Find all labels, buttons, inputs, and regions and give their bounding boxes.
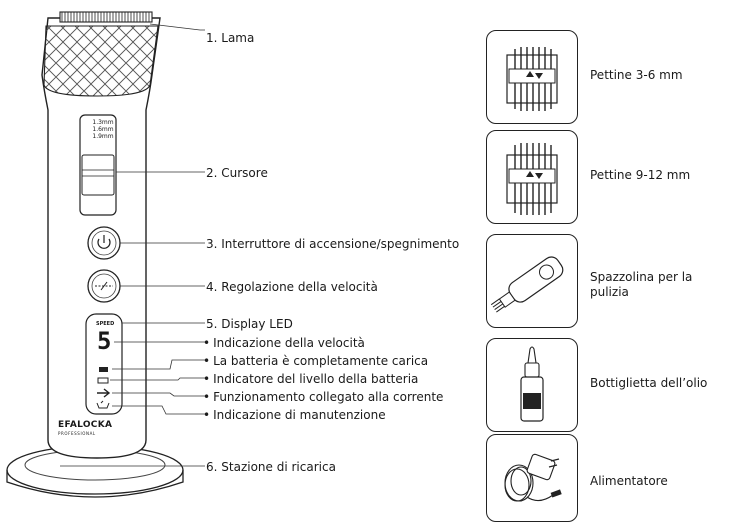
speed-value: 5 xyxy=(97,327,112,355)
power-adapter-icon xyxy=(504,453,562,502)
accessory-label-oil-bottle: Bottiglietta dell’olio xyxy=(590,376,708,390)
led-display-panel xyxy=(85,313,123,415)
length-mark: 1.3mm xyxy=(92,119,114,126)
power-button-graphic xyxy=(87,226,121,260)
blade xyxy=(59,11,153,23)
callout-lama: 1. Lama xyxy=(206,31,255,45)
grip-pattern xyxy=(43,25,159,97)
slider-knob xyxy=(81,154,115,196)
leader-lines xyxy=(60,23,205,467)
callout-corrente: Funzionamento collegato alla corrente xyxy=(203,390,443,404)
callout-cursore: 2. Cursore xyxy=(206,166,268,180)
brand-logo: EFALOCKA xyxy=(58,420,113,430)
callout-manutenzione: Indicazione di manutenzione xyxy=(203,408,386,422)
callout-interruttore: 3. Interruttore di accensione/spegniment… xyxy=(206,237,460,251)
accessory-box-comb-3-6 xyxy=(486,30,578,124)
comb-icon xyxy=(506,143,558,215)
callout-stazione: 6. Stazione di ricarica xyxy=(206,460,336,474)
speed-label: SPEED xyxy=(96,321,115,327)
callout-display: 5. Display LED xyxy=(206,317,293,331)
brand-subtitle: PROFESSIONAL xyxy=(58,431,96,436)
comb-icon xyxy=(506,47,558,111)
charging-station xyxy=(6,445,184,498)
callout-regolazione: 4. Regolazione della velocità xyxy=(206,280,378,294)
accessory-label-power-adapter: Alimentatore xyxy=(590,474,668,488)
length-mark: 1.9mm xyxy=(92,133,114,140)
accessory-box-power-adapter xyxy=(486,434,578,522)
accessory-box-cleaning-brush xyxy=(486,234,578,328)
callout-livello-batteria: Indicatore del livello della batteria xyxy=(203,372,418,386)
accessory-box-comb-9-12 xyxy=(486,130,578,224)
callout-indicazione-velocita: Indicazione della velocità xyxy=(203,336,365,350)
callout-batteria-carica: La batteria è completamente carica xyxy=(203,354,428,368)
cleaning-brush-icon xyxy=(490,256,564,313)
accessory-box-oil-bottle xyxy=(486,338,578,432)
oil-bottle-icon xyxy=(520,346,544,422)
accessory-label-comb-9-12: Pettine 9-12 mm xyxy=(590,168,691,182)
accessory-label-cleaning-brush: Spazzolina per la pulizia xyxy=(590,270,693,299)
length-mark: 1.6mm xyxy=(92,126,114,133)
speed-button-graphic xyxy=(87,269,121,303)
length-marks: 1.3mm 1.6mm 1.9mm xyxy=(88,119,118,140)
accessory-label-comb-3-6: Pettine 3-6 mm xyxy=(590,68,683,82)
